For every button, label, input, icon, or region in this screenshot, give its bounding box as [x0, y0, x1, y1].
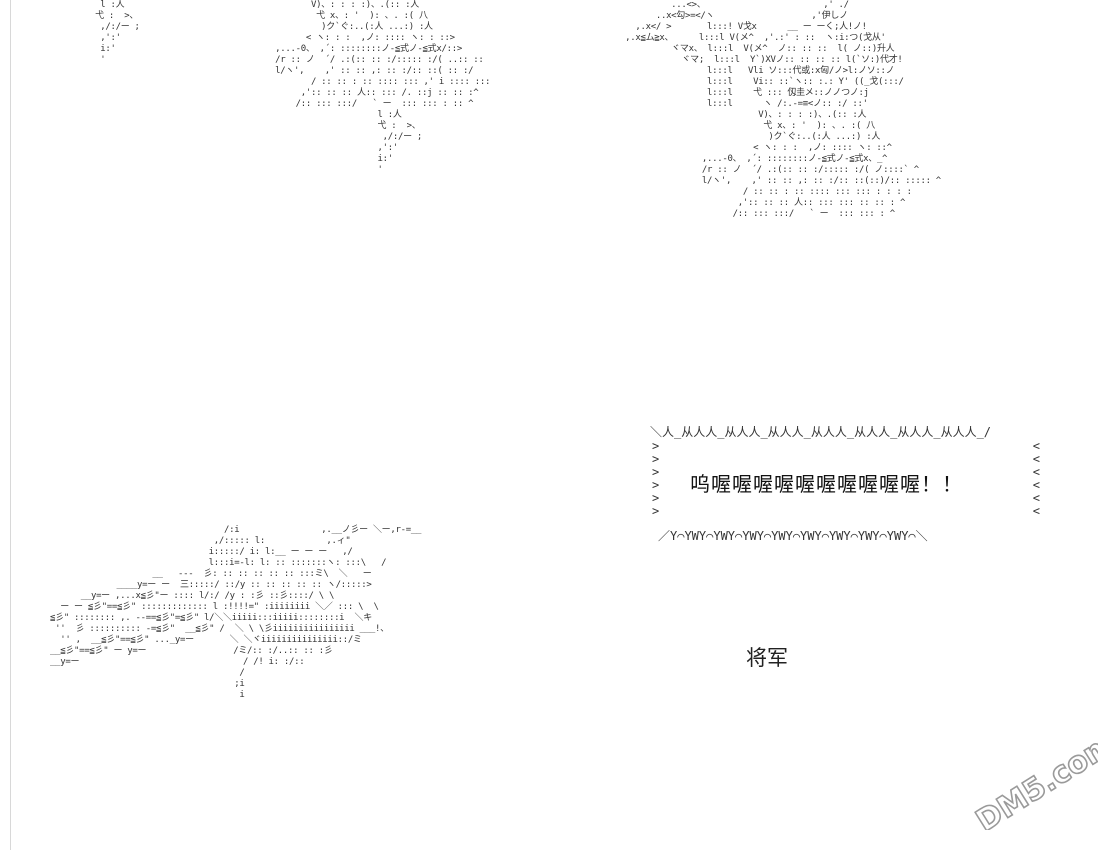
shout-text: 呜喔喔喔喔喔喔喔喔喔喔！！	[690, 472, 963, 496]
ascii-art-figure-left-top: l :人 弋 : >、 ,/:/ー ; ,':' i:' '	[95, 0, 140, 65]
shout-speech-box: ＼人_从人人_从人人_从人人_从人人_从人人_从人人_从人人_/ > > > >…	[650, 420, 1070, 545]
shout-border-left: > > > > > >	[652, 439, 660, 518]
shout-border-bottom: ／Y⌒YWY⌒YWY⌒YWY⌒YWY⌒YWY⌒YWY⌒YWY⌒YWY⌒＼	[658, 529, 928, 543]
shout-border-top: ＼人_从人人_从人人_从人人_从人人_从人人_从人人_从人人_/	[650, 425, 992, 439]
ascii-art-beast-bottom-left: /:i ,.__ノ彡ー ＼ー,r-=__ ,/::::: l: ,.ィ" i::…	[50, 525, 422, 700]
ascii-art-figure-right-top: ...<>、 ,' ./ ..x<勾>=</ヽ ,'伊しノ ,.x</ > l:…	[625, 0, 941, 219]
caption-text: 将军	[746, 646, 788, 670]
dm5-watermark-logo: DM5.com	[958, 726, 1100, 840]
page-edge-line	[10, 0, 11, 850]
watermark-text: DM5.com	[970, 740, 1098, 830]
ascii-art-figure-center-top: V)、: : : :)、.(:: :人 弋 x、: ' ): 、. :( 八 )…	[275, 0, 491, 175]
shout-border-right: < < < < < <	[1032, 439, 1040, 518]
